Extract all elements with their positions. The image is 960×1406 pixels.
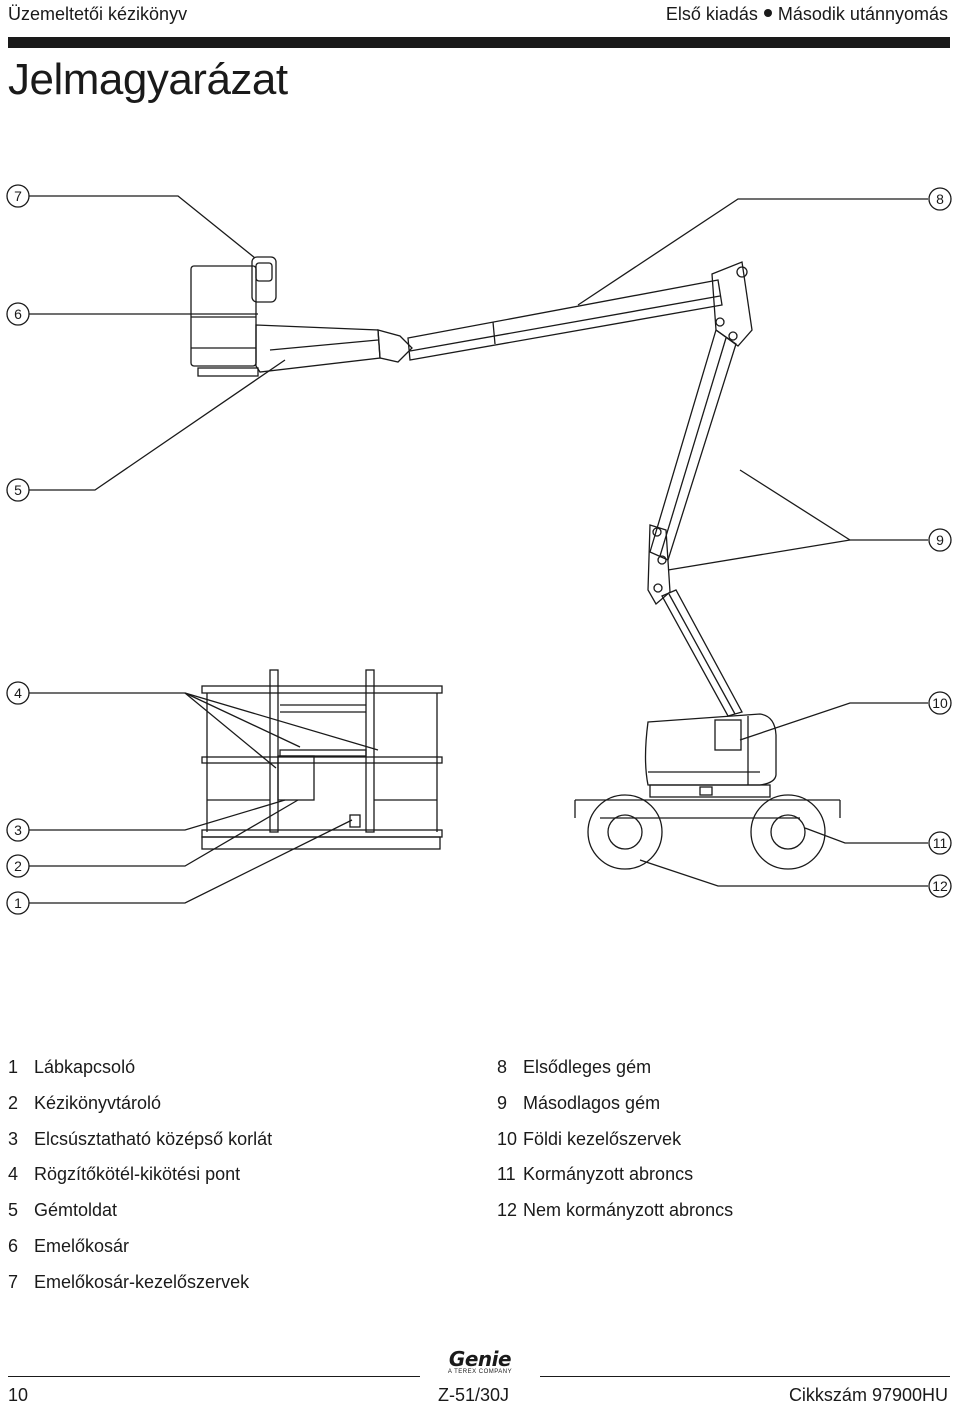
genie-logo: Genie A TEREX COMPANY bbox=[420, 1349, 540, 1379]
platform-cage bbox=[201, 669, 443, 850]
legend-item: 8 Elsődleges gém bbox=[497, 1050, 733, 1086]
aerial-platform bbox=[190, 256, 277, 377]
svg-text:1: 1 bbox=[14, 895, 22, 911]
legend-label: Lábkapcsoló bbox=[34, 1057, 136, 1077]
svg-text:10: 10 bbox=[932, 695, 948, 711]
legend-number: 4 bbox=[8, 1164, 19, 1185]
page-number: 10 bbox=[8, 1385, 29, 1405]
callout-12: 12 bbox=[928, 874, 952, 898]
legend-number: 12 bbox=[497, 1200, 518, 1221]
callout-2: 2 bbox=[6, 854, 30, 878]
part-number: Cikkszám 97900HU bbox=[788, 1385, 948, 1405]
callout-markers: 7 6 5 4 3 2 1 8 9 10 11 12 bbox=[6, 184, 952, 915]
svg-text:4: 4 bbox=[14, 685, 22, 701]
jib-extension bbox=[255, 324, 413, 373]
legend-left: 1 Lábkapcsoló 2 Kézikönyvtároló 3 Elcsúszta… bbox=[8, 1050, 272, 1301]
svg-text:5: 5 bbox=[14, 482, 22, 498]
legend-number: 10 bbox=[497, 1128, 518, 1149]
logo-brand: Genie bbox=[448, 1347, 512, 1371]
legend-label: Gémtoldat bbox=[34, 1200, 118, 1221]
legend-number: 5 bbox=[8, 1200, 19, 1221]
svg-text:6: 6 bbox=[14, 306, 22, 322]
svg-text:9: 9 bbox=[936, 532, 944, 548]
bullet-icon bbox=[763, 9, 772, 18]
edition-first: Első kiadás bbox=[665, 4, 758, 24]
legend-label: Nem kormányzott abroncs bbox=[523, 1200, 734, 1221]
legend-item: 11 Kormányzott abroncs bbox=[497, 1157, 733, 1193]
legend-item: 4 Rögzítőkötél-kikötési pont bbox=[8, 1157, 272, 1193]
legend-number: 11 bbox=[497, 1164, 516, 1185]
legend-label: Rögzítőkötél-kikötési pont bbox=[34, 1164, 241, 1185]
non-steer-tire bbox=[750, 794, 826, 870]
callout-9: 9 bbox=[928, 528, 952, 552]
legend-label: Földi kezelőszervek bbox=[523, 1128, 682, 1149]
callout-5: 5 bbox=[6, 478, 30, 502]
legend-label: Másodlagos gém bbox=[523, 1092, 661, 1113]
secondary-boom bbox=[647, 261, 753, 717]
legend-number: 7 bbox=[8, 1271, 19, 1292]
legend-item: 7 Emelőkosár-kezelőszervek bbox=[8, 1265, 272, 1301]
legend-number: 9 bbox=[497, 1092, 508, 1113]
primary-boom bbox=[407, 279, 723, 361]
legend-item: 6 Emelőkosár bbox=[8, 1229, 272, 1265]
boom-lift-diagram: 7 6 5 4 3 2 1 8 9 10 11 12 bbox=[6, 184, 952, 915]
leader-lines bbox=[28, 195, 928, 904]
callout-4: 4 bbox=[6, 681, 30, 705]
svg-text:7: 7 bbox=[14, 188, 22, 204]
legend-number: 1 bbox=[8, 1057, 19, 1077]
legend-number: 8 bbox=[497, 1057, 508, 1077]
machine-base bbox=[574, 713, 841, 819]
callout-11: 11 bbox=[928, 831, 952, 855]
legend-number: 3 bbox=[8, 1128, 19, 1149]
svg-text:11: 11 bbox=[933, 835, 948, 851]
legend-label: Elsődleges gém bbox=[523, 1057, 652, 1077]
model-number: Z-51/30J bbox=[438, 1385, 510, 1405]
callout-8: 8 bbox=[928, 187, 952, 211]
legend-label: Kézikönyvtároló bbox=[34, 1092, 162, 1113]
callout-7: 7 bbox=[6, 184, 30, 208]
steer-tire bbox=[587, 794, 663, 870]
legend-item: 1 Lábkapcsoló bbox=[8, 1050, 272, 1086]
callout-6: 6 bbox=[6, 302, 30, 326]
callout-1: 1 bbox=[6, 891, 30, 915]
logo-subtitle: A TEREX COMPANY bbox=[447, 1369, 513, 1375]
svg-text:12: 12 bbox=[932, 878, 948, 894]
callout-3: 3 bbox=[6, 818, 30, 842]
svg-text:8: 8 bbox=[936, 191, 944, 207]
page-title: Jelmagyarázat bbox=[8, 55, 288, 104]
manual-name: Üzemeltetői kézikönyv bbox=[8, 4, 188, 24]
edition-second: Második utánnyomás bbox=[777, 4, 948, 24]
legend-item: 9 Másodlagos gém bbox=[497, 1086, 733, 1122]
legend-label: Elcsúsztatható középső korlát bbox=[34, 1128, 273, 1149]
header-rule bbox=[8, 37, 950, 48]
legend-item: 5 Gémtoldat bbox=[8, 1193, 272, 1229]
legend-label: Emelőkosár-kezelőszervek bbox=[34, 1271, 250, 1292]
legend-item: 3 Elcsúsztatható középső korlát bbox=[8, 1122, 272, 1158]
edition-info: Első kiadás Második utánnyomás bbox=[666, 4, 948, 25]
legend-label: Kormányzott abroncs bbox=[523, 1164, 694, 1185]
legend-number: 6 bbox=[8, 1235, 19, 1256]
legend-label: Emelőkosár bbox=[34, 1235, 130, 1256]
svg-text:2: 2 bbox=[14, 858, 22, 874]
legend-item: 2 Kézikönyvtároló bbox=[8, 1086, 272, 1122]
legend-number: 2 bbox=[8, 1092, 19, 1113]
callout-10: 10 bbox=[928, 691, 952, 715]
svg-text:3: 3 bbox=[14, 822, 22, 838]
